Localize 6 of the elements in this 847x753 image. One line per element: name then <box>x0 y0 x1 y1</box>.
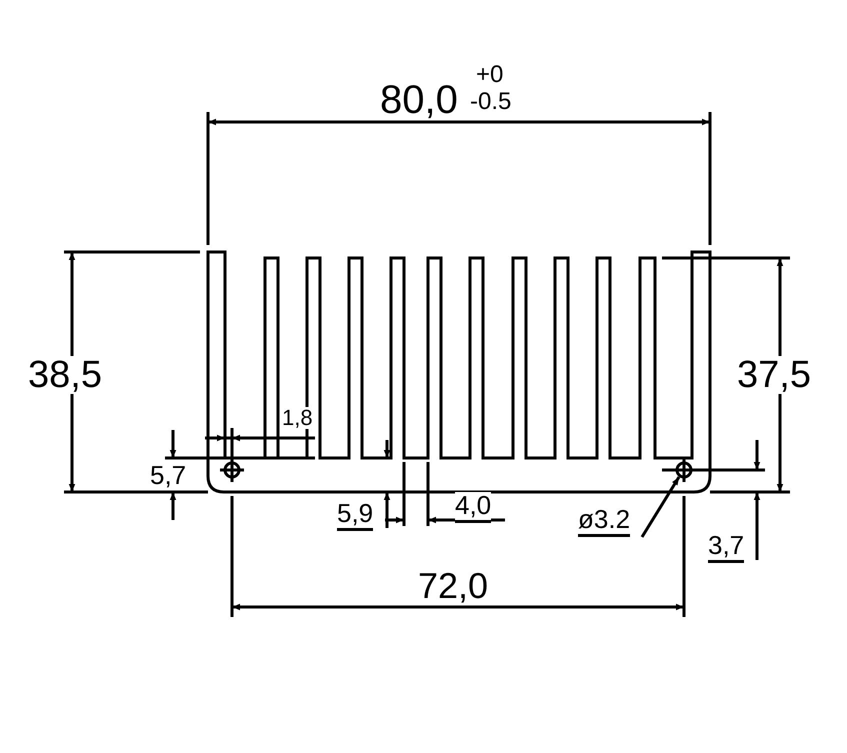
dimension-label: 37,5 <box>737 356 811 394</box>
dimension-label: 1,8 <box>282 407 313 429</box>
dimension-label: 4,0 <box>455 492 492 523</box>
dimension-label: 38,5 <box>28 356 102 394</box>
leader-line <box>640 476 680 538</box>
mounting-hole <box>220 458 244 482</box>
